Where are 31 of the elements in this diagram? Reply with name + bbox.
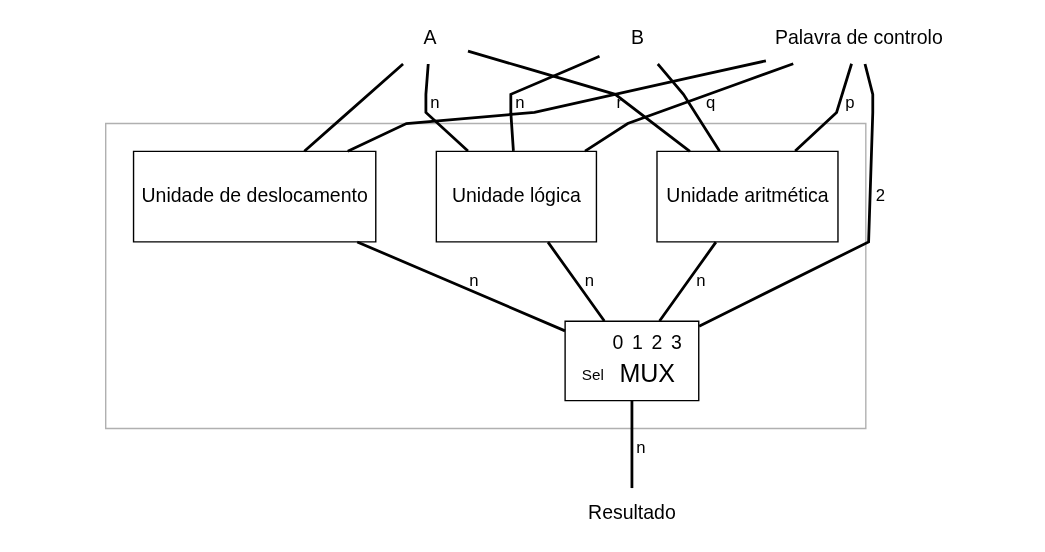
connector bbox=[793, 63, 853, 152]
node-box: Unidade aritmética bbox=[655, 150, 839, 243]
node-text: Resultado bbox=[587, 500, 676, 523]
connector bbox=[424, 63, 469, 152]
node-box: Unidade de deslocamento bbox=[132, 150, 376, 243]
edge-label: n bbox=[635, 437, 646, 457]
connector bbox=[657, 241, 717, 322]
connector bbox=[583, 62, 794, 153]
connector bbox=[630, 400, 633, 489]
edge-label: 2 bbox=[875, 185, 885, 205]
node-box: 0 1 2 3 Sel MUX bbox=[563, 320, 699, 402]
connector bbox=[346, 59, 766, 153]
edge-label: q bbox=[705, 92, 715, 112]
node-text: B bbox=[630, 25, 644, 48]
node-box: Unidade lógica bbox=[435, 150, 597, 243]
cluster bbox=[104, 122, 866, 430]
node-text: Palavra de controlo bbox=[774, 25, 943, 48]
connector bbox=[302, 62, 404, 153]
connector bbox=[656, 63, 721, 153]
edge-label: n bbox=[429, 92, 440, 112]
edge-label: n bbox=[468, 270, 479, 290]
edge-label: n bbox=[695, 270, 705, 290]
edge-label: n bbox=[584, 270, 594, 290]
edge-label: n bbox=[514, 92, 525, 112]
node-text: A bbox=[423, 25, 437, 48]
edge-label: p bbox=[844, 92, 854, 112]
connector bbox=[356, 240, 566, 333]
connector bbox=[467, 49, 691, 153]
connector bbox=[508, 55, 600, 152]
connector bbox=[698, 63, 874, 328]
connector bbox=[546, 241, 605, 322]
